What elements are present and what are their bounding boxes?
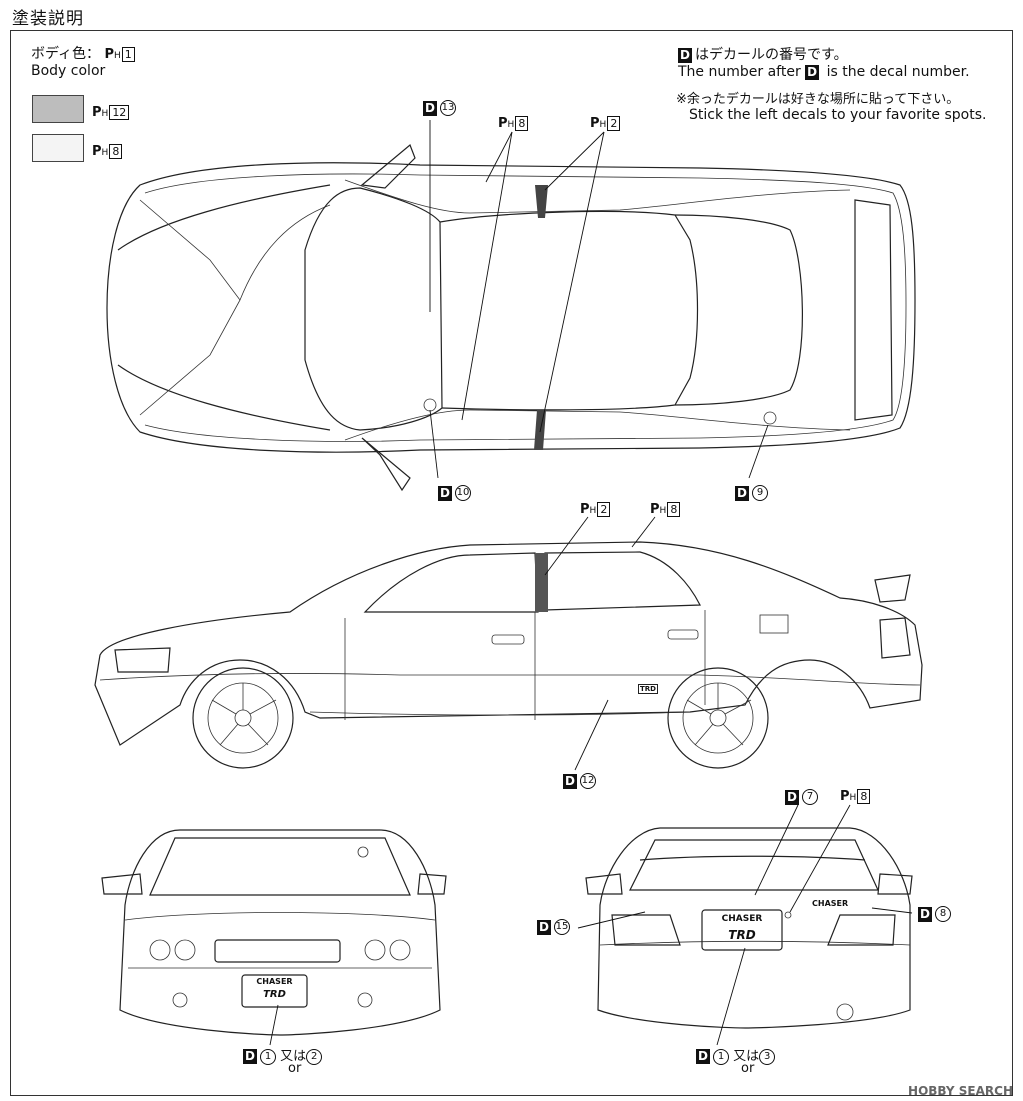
decal-d-icon: D: [805, 64, 820, 80]
decal-number: 1: [713, 1048, 729, 1065]
paint-number: 8: [515, 116, 529, 131]
decal-number: 2: [306, 1048, 323, 1065]
decal-d-icon: D: [537, 919, 551, 935]
decal-d-icon: D: [423, 100, 437, 116]
top-view: [106, 144, 916, 492]
note-left-en: Stick the left decals to your favorite s…: [689, 107, 987, 123]
note-text: はデカールの番号です。: [695, 47, 848, 63]
decal-d-icon: D: [696, 1049, 710, 1064]
paint-number: 8: [667, 502, 681, 517]
note-text: is the decal number.: [826, 64, 970, 80]
page-title: 塗装説明: [12, 9, 84, 29]
rear-plate-trd: TRD: [728, 928, 756, 942]
side-view: [94, 541, 923, 769]
decal-d-icon: D: [243, 1049, 257, 1064]
note-decal-en: The number after D is the decal number.: [678, 64, 970, 80]
diagram-frame: [10, 30, 1013, 1096]
decal-number: 7: [802, 789, 818, 805]
decal-number: 1: [260, 1048, 276, 1065]
note-text: The number after: [678, 64, 801, 80]
decal-d-icon: D: [678, 47, 692, 63]
note-left-jp: ※余ったデカールは好きな場所に貼って下さい。: [676, 92, 960, 107]
side-trd-decal: TRD: [638, 684, 658, 694]
rear-chaser-emblem: CHASER: [812, 899, 849, 908]
decal-d-icon: D: [438, 485, 452, 501]
decal-number: 12: [580, 773, 596, 789]
callout-rear-or: or: [741, 1061, 755, 1076]
paint-number: 12: [109, 105, 130, 120]
alt-text: 又は: [733, 1049, 760, 1064]
decal-number: 9: [752, 485, 768, 501]
decal-d-icon: D: [563, 773, 577, 789]
decal-d-icon: D: [785, 789, 799, 805]
decal-number: 3: [759, 1048, 776, 1065]
paint-number: 8: [109, 144, 123, 159]
decal-d-icon: D: [735, 485, 749, 501]
paint-number: 2: [607, 116, 621, 131]
front-plate-trd: TRD: [263, 989, 286, 1000]
front-view: [101, 829, 447, 1036]
decal-d-icon: D: [918, 906, 932, 922]
swatch-ph12: [32, 95, 84, 123]
body-color-label-jp: ボディ色：: [31, 46, 101, 62]
decal-number: 10: [455, 485, 471, 501]
paint-number: 8: [857, 789, 871, 804]
callout-front-or: or: [288, 1061, 302, 1076]
rear-plate-chaser: CHASER: [721, 914, 763, 924]
alt-text: 又は: [280, 1049, 307, 1064]
watermark: HOBBY SEARCH: [908, 1084, 1013, 1098]
rear-view: [585, 827, 913, 1029]
decal-number: 15: [554, 919, 570, 935]
decal-number: 8: [935, 906, 951, 922]
paint-number: 2: [597, 502, 611, 517]
paint-number: 1: [121, 46, 135, 62]
leader-lines: [269, 120, 913, 1046]
front-plate-chaser: CHASER: [256, 977, 293, 986]
body-color-label-en: Body color: [31, 63, 106, 79]
swatch-ph8: [32, 134, 84, 162]
decal-number: 13: [440, 100, 456, 116]
